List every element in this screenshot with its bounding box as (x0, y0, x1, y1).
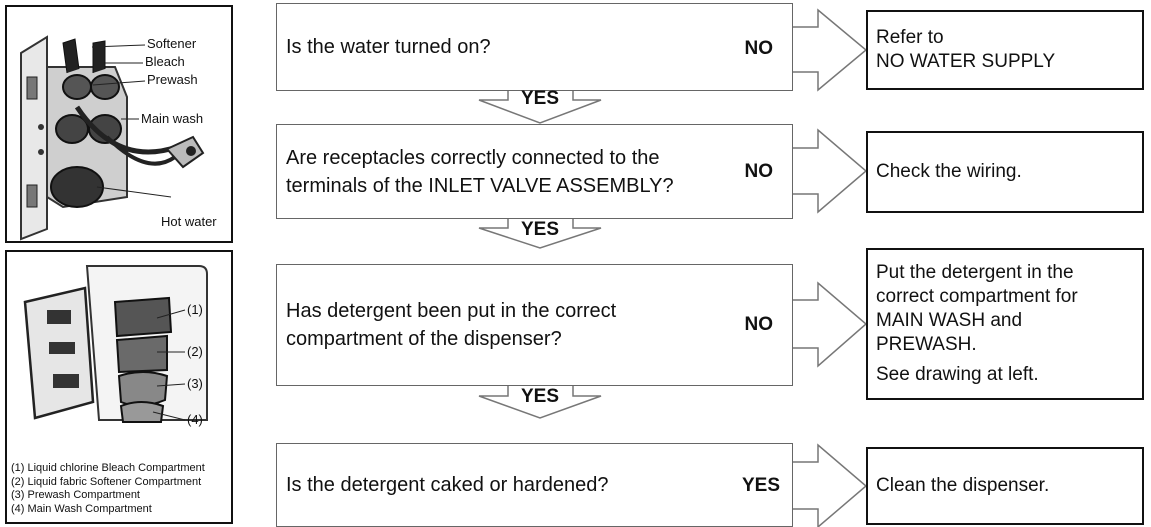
question-text-2: Are receptacles correctly connected to t… (286, 146, 674, 197)
yes-arrow-down-2 (478, 218, 602, 249)
question-text-4: Is the detergent caked or hardened? (286, 474, 609, 496)
legend-item: (3) Prewash Compartment (11, 489, 140, 501)
inlet-valve-drawing (20, 35, 205, 241)
valve-label-bleach: Bleach (145, 54, 185, 69)
valve-label-softener: Softener (147, 36, 197, 51)
question-box-3: Has detergent been put in the correct co… (276, 264, 793, 386)
down-label-1: YES (520, 88, 560, 109)
valve-label-main-wash: Main wash (141, 111, 204, 126)
result-box-2: Check the wiring. (866, 131, 1144, 213)
question-text-3: Has detergent been put in the correct co… (286, 300, 617, 350)
compartment-legend: (1) Liquid chlorine Bleach Compartment (… (11, 462, 205, 516)
question-box-2: Are receptacles correctly connected to t… (276, 124, 793, 219)
question-box-4: Is the detergent caked or hardened? (276, 443, 793, 527)
valve-label-hot-water: Hot water (161, 214, 217, 229)
callout-4: (4) (187, 412, 203, 427)
dispenser-drawing-panel: (1) (2) (3) (4) (1) Liquid chlorine Blea… (5, 250, 233, 524)
no-arrow-2 (792, 128, 868, 214)
question-text-1: Is the water turned on? (286, 36, 491, 58)
yes-arrow-4 (792, 443, 868, 527)
down-label-3: YES (520, 386, 560, 407)
callout-2: (2) (187, 344, 203, 359)
no-arrow-3 (792, 281, 868, 368)
branch-label-3: NO (744, 314, 774, 335)
legend-item: (2) Liquid fabric Softener Compartment (11, 475, 202, 488)
result-box-4: Clean the dispenser. (866, 447, 1144, 525)
branch-label-4: YES (741, 475, 780, 496)
branch-label-2: NO (744, 161, 774, 182)
dispenser-drawing (23, 265, 208, 423)
no-arrow-1 (792, 8, 868, 92)
inlet-valve-drawing-panel: Softener Bleach Prewash Main wash Hot wa… (5, 5, 233, 243)
question-box-1: Is the water turned on? (276, 3, 793, 91)
callout-3: (3) (187, 376, 203, 391)
callout-1: (1) (187, 302, 203, 317)
result-box-1: Refer to NO WATER SUPPLY (866, 10, 1144, 90)
legend-item: (4) Main Wash Compartment (11, 502, 152, 515)
valve-label-prewash: Prewash (147, 72, 198, 87)
branch-label-1: NO (744, 38, 774, 59)
yes-arrow-down-1 (478, 90, 602, 124)
legend-item: (1) Liquid chlorine Bleach Compartment (11, 462, 205, 474)
down-label-2: YES (520, 219, 560, 240)
yes-arrow-down-3 (478, 385, 602, 419)
result-box-3: Put the detergent in the correct compart… (866, 248, 1144, 400)
